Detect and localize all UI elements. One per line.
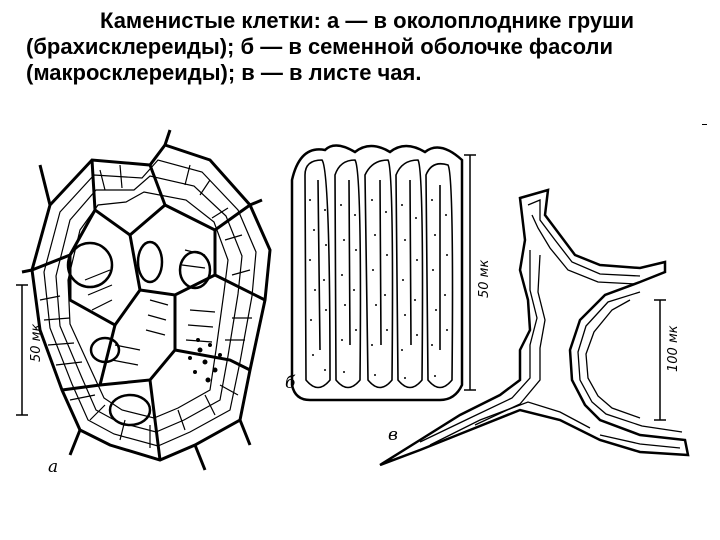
panel-a-scale: 50 мк [29, 324, 44, 362]
panel-a-label: а [48, 457, 58, 477]
panel-b-drawing [290, 144, 476, 402]
slide-caption: Каменистые клетки: а — в околоплоднике г… [26, 8, 634, 85]
panel-v-label: в [388, 425, 398, 445]
panel-v-scale: 100 мк [666, 325, 681, 372]
panel-b-label: б [285, 373, 296, 393]
panel-v-drawing [379, 188, 690, 467]
stray-dash [702, 124, 707, 125]
panel-b-scale: 50 мк [477, 260, 492, 298]
panel-a-drawing [16, 129, 272, 471]
